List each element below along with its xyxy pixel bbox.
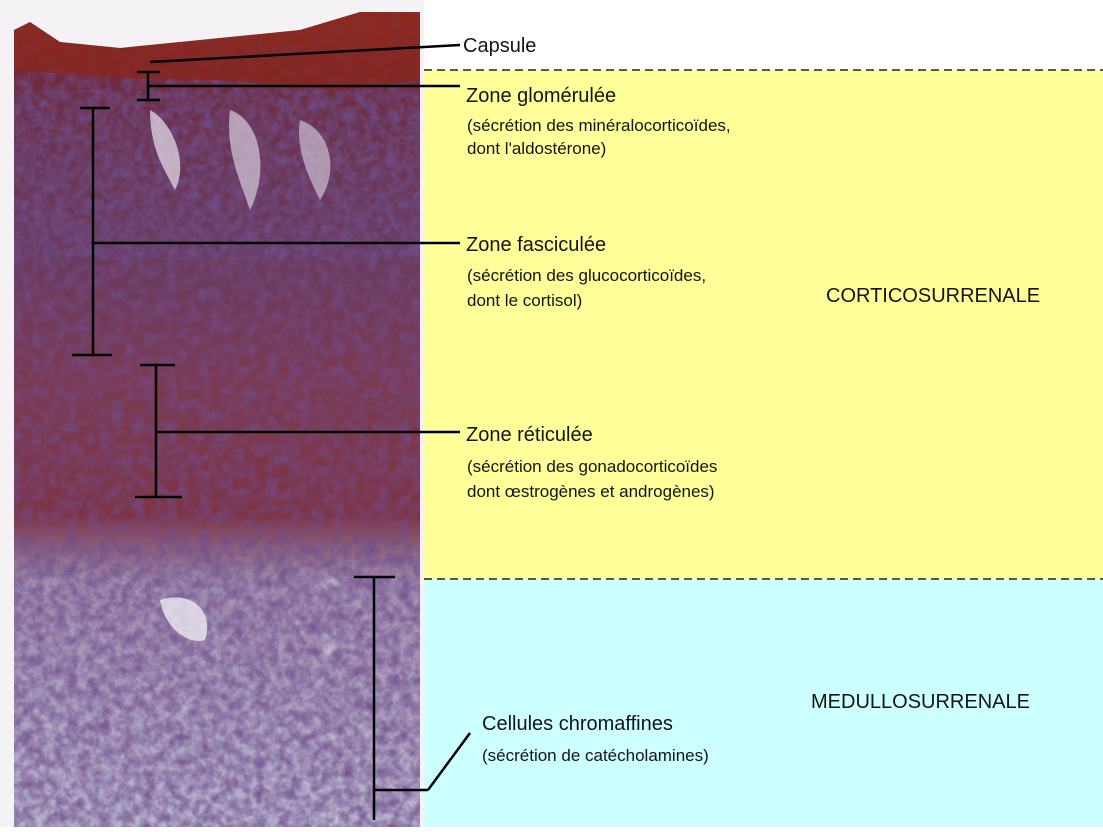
fasciculata-title: Zone fasciculée [466, 233, 606, 257]
cortex-region-label: CORTICOSURRENALE [826, 284, 1040, 308]
chromaffin-line1: (sécrétion de catécholamines) [482, 744, 709, 767]
fasciculata-line2: dont le cortisol) [467, 289, 582, 312]
glomerulosa-title: Zone glomérulée [466, 84, 616, 108]
capsule-label: Capsule [463, 34, 536, 58]
reticularis-line2: dont œstrogènes et androgènes) [467, 480, 715, 503]
glomerulosa-line2: dont l'aldostérone) [467, 137, 606, 160]
reticularis-title: Zone réticulée [466, 423, 593, 447]
micrograph-image [0, 0, 424, 827]
fasciculata-line1: (sécrétion des glucocorticoïdes, [467, 264, 706, 287]
medulla-region-label: MEDULLOSURRENALE [811, 690, 1030, 714]
reticularis-line1: (sécrétion des gonadocorticoïdes [467, 455, 717, 478]
glomerulosa-line1: (sécrétion des minéralocorticoïdes, [467, 114, 731, 137]
chromaffin-title: Cellules chromaffines [482, 712, 673, 736]
